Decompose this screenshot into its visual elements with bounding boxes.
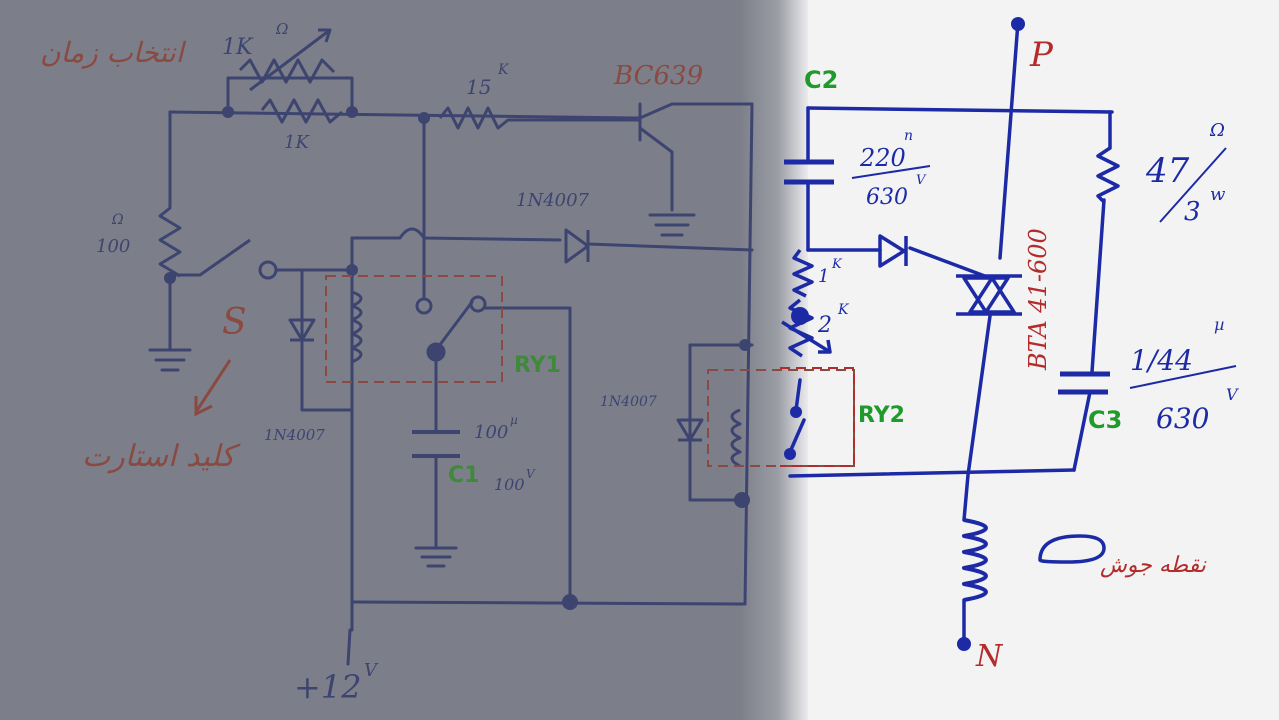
relay1-coil	[350, 290, 363, 364]
fixed-resistor-1k	[260, 98, 343, 124]
label-r1k-unit: K	[831, 257, 843, 272]
label-r2k-unit: K	[837, 302, 850, 318]
label-c1-voltage-unit: V	[526, 467, 536, 481]
label-supply-unit: V	[364, 660, 379, 681]
label-r47-power: 3	[1184, 197, 1201, 227]
label-c3-value: 1/44	[1130, 344, 1193, 377]
right-wires	[788, 20, 1114, 642]
ry1-common	[426, 342, 446, 362]
label-triac: BTA 41-600	[1024, 228, 1052, 371]
diode-left	[288, 318, 316, 342]
label-ry2: RY2	[858, 403, 905, 428]
capacitor-c3	[1058, 371, 1110, 395]
label-diode-right: 1N4007	[600, 394, 657, 410]
left-wires	[148, 76, 754, 666]
triac-symbol	[956, 274, 1022, 316]
label-r100: 100	[96, 236, 130, 257]
label-c2-value: 220	[859, 144, 906, 172]
pot-2k-arrow	[781, 320, 832, 354]
resistor-15k	[438, 106, 509, 130]
label-r100-unit: Ω	[111, 212, 124, 228]
resistor-47	[1096, 146, 1120, 204]
label-c3: C3	[1088, 406, 1122, 434]
ry1-box	[325, 275, 503, 383]
label-neutral: N	[975, 639, 1004, 674]
label-phase: P	[1029, 35, 1054, 75]
label-diode-left: 1N4007	[264, 426, 325, 444]
coil-loop-sketch	[1038, 534, 1106, 564]
gate-diac	[878, 234, 908, 268]
resistor-1k-right	[792, 248, 814, 298]
left-junctions	[164, 106, 751, 610]
left-dashed-boxes	[325, 275, 855, 467]
label-diode-top: 1N4007	[516, 190, 590, 211]
label-c1-value: 100	[474, 422, 508, 443]
label-c2: C2	[804, 66, 838, 94]
c2-fraction-bar	[851, 165, 931, 179]
label-start-key: کلید استارت	[82, 439, 241, 474]
lit-region	[808, 0, 1279, 720]
label-pot-1k-unit: Ω	[275, 20, 288, 38]
label-r47: 47	[1145, 151, 1190, 191]
label-c2-voltage: 630	[866, 185, 908, 210]
left-components	[158, 28, 742, 468]
diode-top	[564, 228, 590, 264]
label-c3-value-unit: µ	[1214, 315, 1224, 334]
label-c3-voltage: 630	[1156, 402, 1209, 435]
label-c3-voltage-unit: V	[1226, 385, 1239, 404]
relay2-coil	[730, 408, 742, 468]
label-c1-unit: µ	[510, 413, 518, 427]
capacitor-c1	[412, 430, 460, 458]
switch-contact	[258, 260, 278, 280]
label-r1k: 1	[818, 266, 829, 287]
label-switch-s: S	[222, 302, 247, 343]
label-supply: +12	[294, 668, 362, 706]
potentiometer-1k	[238, 58, 336, 84]
c3-fraction-bar	[1129, 365, 1237, 389]
right-junctions	[784, 17, 1025, 651]
start-arrow	[194, 359, 232, 417]
capacitor-c2	[784, 159, 834, 185]
welding-coil	[962, 518, 988, 602]
label-ry1: RY1	[514, 353, 561, 378]
label-bc639: BC639	[613, 61, 703, 91]
label-pot-1k: 1K	[222, 35, 254, 60]
start-switch-lever	[199, 238, 251, 277]
label-r47-unit: Ω	[1209, 120, 1225, 141]
ry1-contact-nc	[415, 297, 433, 315]
label-c1-voltage: 100	[494, 475, 525, 494]
ry2-dashed-box	[780, 367, 855, 467]
label-c2-value-unit: n	[904, 128, 913, 144]
label-15k-sup: K	[497, 62, 510, 78]
label-c2-voltage-unit: V	[916, 173, 927, 188]
ry2-box	[707, 369, 855, 467]
diode-right	[676, 418, 704, 442]
pot-arrow	[249, 28, 332, 92]
resistor-100	[158, 206, 182, 278]
label-r47-power-unit: w	[1210, 184, 1226, 205]
label-fixed-1k: 1K	[284, 132, 310, 153]
ry1-contact-no	[469, 295, 487, 313]
right-components	[781, 146, 1120, 602]
label-time-select: انتخاب زمان	[40, 36, 187, 69]
r47-fraction-bar	[1159, 147, 1227, 223]
label-15k: 15	[466, 75, 491, 99]
label-spot-weld: نقطه جوش	[1100, 553, 1207, 578]
label-c1: C1	[448, 463, 479, 488]
label-r2k: 2	[817, 313, 832, 338]
